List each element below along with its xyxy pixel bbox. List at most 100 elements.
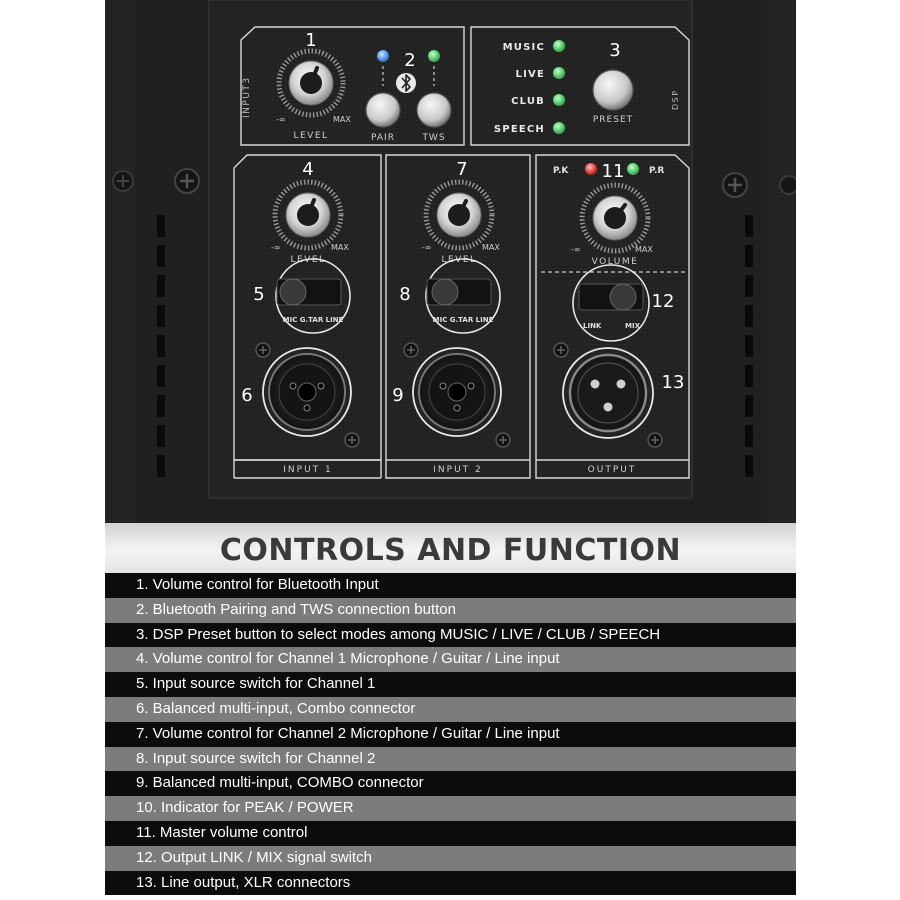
mode-led — [553, 40, 565, 52]
page-title: CONTROLS AND FUNCTION — [219, 533, 682, 568]
min-label: -∞ — [422, 243, 432, 252]
input2-label: INPUT 2 — [433, 465, 483, 475]
dsp-mode-live: LIVE — [516, 67, 565, 80]
channel1-source-switch[interactable] — [279, 278, 307, 306]
vent-slots-left — [157, 215, 165, 477]
bluetooth-icon — [396, 73, 416, 93]
section-banner: CONTROLS AND FUNCTION — [105, 523, 796, 573]
screw-icon — [779, 175, 796, 195]
screw-icon — [112, 170, 134, 192]
list-item: 3. DSP Preset button to select modes amo… — [105, 622, 796, 648]
cabinet-right-edge — [766, 0, 796, 523]
speaker-rear-panel: INPUT3 -∞ MAX LEVEL PAIR TWS 1 — [105, 0, 796, 523]
peak-label: P.K — [553, 166, 569, 176]
switch-labels: MIC G.TAR LINE — [283, 316, 344, 324]
link-label: LINK — [583, 322, 602, 330]
vent-slots-right — [745, 215, 753, 477]
callout-5: 5 — [253, 284, 264, 305]
power-led — [627, 163, 639, 175]
list-item: 7. Volume control for Channel 2 Micropho… — [105, 721, 796, 747]
bluetooth-section: INPUT3 -∞ MAX LEVEL PAIR TWS 1 — [240, 26, 465, 146]
list-item: 5. Input source switch for Channel 1 — [105, 672, 796, 697]
dsp-mode-club: CLUB — [511, 94, 565, 107]
max-label: MAX — [482, 243, 500, 252]
list-item: 9. Balanced multi-input, COMBO connector — [105, 771, 796, 797]
volume-label: VOLUME — [592, 257, 639, 267]
list-item: 8. Input source switch for Channel 2 — [105, 746, 796, 772]
callout-13: 13 — [662, 372, 685, 393]
screw-icon — [174, 168, 200, 194]
callout-3: 3 — [609, 40, 620, 61]
screw-icon — [255, 342, 271, 358]
screw-icon — [344, 432, 360, 448]
svg-text:MUSIC: MUSIC — [503, 42, 545, 53]
tws-led — [428, 50, 440, 62]
output-section: P.K P.R 11 -∞ MAX VOLUME LINK MIX 12 — [535, 154, 690, 479]
list-item: 4. Volume control for Channel 1 Micropho… — [105, 647, 796, 673]
mode-led — [553, 122, 565, 134]
power-label: P.R — [649, 166, 664, 176]
switch-labels: MIC G.TAR LINE — [433, 316, 494, 324]
callout-1: 1 — [305, 30, 316, 51]
callout-ring — [275, 258, 351, 334]
callout-ring — [412, 347, 502, 437]
list-item: 6. Balanced multi-input, Combo connector — [105, 696, 796, 722]
callout-9: 9 — [392, 385, 403, 406]
svg-text:LIVE: LIVE — [516, 69, 545, 80]
callout-ring — [262, 347, 352, 437]
input3-label: INPUT3 — [242, 76, 252, 118]
callout-8: 8 — [399, 284, 410, 305]
callout-11: 11 — [602, 161, 625, 182]
list-item: 10. Indicator for PEAK / POWER — [105, 796, 796, 821]
mode-led — [553, 94, 565, 106]
min-label: -∞ — [276, 115, 286, 124]
link-mix-switch[interactable] — [609, 283, 637, 311]
dsp-mode-music: MUSIC — [503, 40, 565, 53]
callout-ring — [572, 264, 650, 342]
pair-button[interactable] — [365, 92, 401, 128]
list-item: 13. Line output, XLR connectors — [105, 870, 796, 896]
min-label: -∞ — [571, 245, 581, 254]
max-label: MAX — [333, 115, 351, 124]
peak-led — [585, 163, 597, 175]
screw-icon — [722, 172, 748, 198]
callout-ring — [562, 347, 654, 439]
preset-label: PRESET — [593, 115, 633, 125]
tws-button[interactable] — [416, 92, 452, 128]
screw-icon — [495, 432, 511, 448]
screw-icon — [647, 432, 663, 448]
mix-label: MIX — [625, 322, 641, 330]
input1-section: -∞ MAX LEVEL MIC G.TAR LINE 5 4 6 INPUT … — [233, 154, 382, 479]
svg-text:SPEECH: SPEECH — [494, 124, 545, 135]
screw-icon — [403, 342, 419, 358]
svg-text:CLUB: CLUB — [511, 96, 545, 107]
list-item: 2. Bluetooth Pairing and TWS connection … — [105, 597, 796, 623]
callout-ring — [425, 258, 501, 334]
bluetooth-led — [377, 50, 389, 62]
knob-scale — [276, 48, 346, 118]
level-label: LEVEL — [293, 131, 328, 141]
max-label: MAX — [331, 243, 349, 252]
dsp-side-label: DSP — [671, 89, 680, 110]
tws-label: TWS — [421, 133, 445, 143]
callout-12: 12 — [652, 291, 675, 312]
callout-2: 2 — [404, 50, 415, 71]
dsp-section: DSP MUSIC LIVE CLUB SPEECH PRESET 3 — [470, 26, 690, 146]
cabinet-left-edge — [105, 0, 135, 523]
output-label: OUTPUT — [588, 465, 637, 475]
list-item: 11. Master volume control — [105, 820, 796, 846]
preset-button[interactable] — [592, 69, 634, 111]
channel2-source-switch[interactable] — [431, 278, 459, 306]
input2-section: -∞ MAX LEVEL MIC G.TAR LINE 8 7 9 INPUT … — [385, 154, 531, 479]
input1-label: INPUT 1 — [283, 465, 333, 475]
list-item: 12. Output LINK / MIX signal switch — [105, 845, 796, 871]
min-label: -∞ — [271, 243, 281, 252]
mode-led — [553, 67, 565, 79]
callout-7: 7 — [456, 159, 467, 180]
pair-label: PAIR — [371, 133, 395, 143]
callout-6: 6 — [241, 385, 252, 406]
list-item: 1. Volume control for Bluetooth Input — [105, 573, 796, 598]
dsp-mode-speech: SPEECH — [494, 122, 565, 135]
callout-4: 4 — [302, 159, 313, 180]
